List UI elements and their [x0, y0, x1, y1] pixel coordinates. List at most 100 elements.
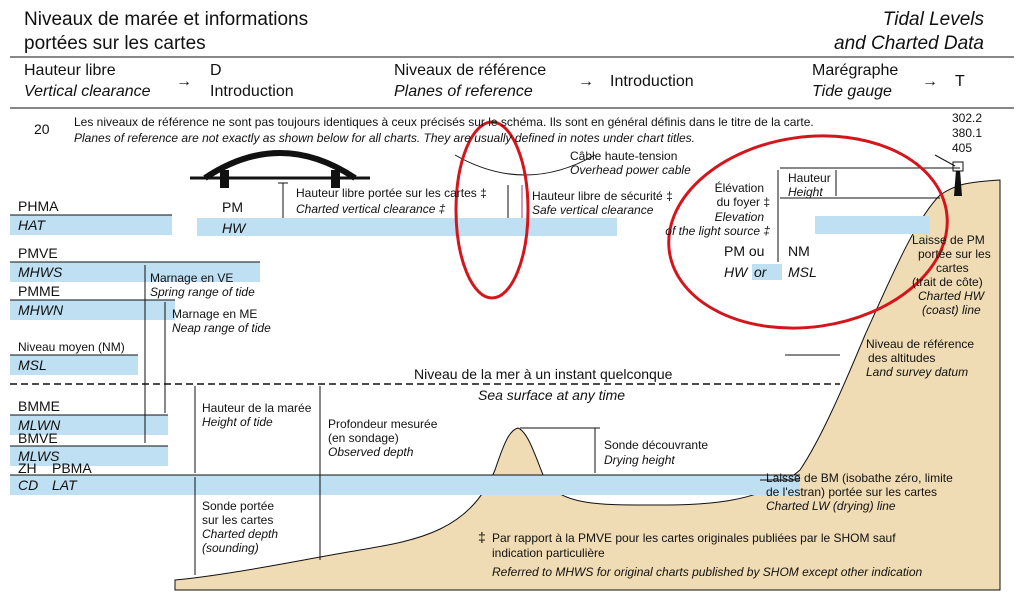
level-cd: CD	[18, 477, 39, 493]
level-pbma: PBMA	[52, 460, 92, 476]
ref-arrow-icon: →	[176, 73, 192, 90]
land-area	[174, 179, 1001, 591]
level-zh: ZH	[18, 460, 37, 476]
height-en: Height	[788, 185, 823, 199]
laisse-pm-en-1: Charted HW	[918, 289, 985, 303]
level-bmme: BMME	[18, 398, 60, 414]
ref-gauge-fr: Marégraphe	[812, 62, 899, 79]
ref-gauge-en: Tide gauge	[812, 83, 892, 100]
clearance-fr: Hauteur libre portée sur les cartes ‡	[296, 186, 487, 200]
drying-height-fr: Sonde découvrante	[604, 438, 709, 452]
level-mlwn: MLWN	[18, 417, 61, 433]
elevation-en-1: Elevation	[714, 210, 764, 224]
tide-height-fr: Hauteur de la marée	[202, 401, 312, 415]
bridge-arch	[203, 150, 357, 181]
observed-depth-fr-2: (en sondage)	[328, 431, 399, 445]
title-en-line2: and Charted Data	[834, 33, 984, 54]
charted-depth-fr-2: sur les cartes	[202, 513, 274, 527]
neap-range-en: Neap range of tide	[172, 321, 271, 335]
title-fr-line1: Niveaux de marée et informations	[24, 9, 309, 30]
survey-datum-en: Land survey datum	[866, 365, 969, 379]
elevation-en-2: of the light source ‡	[665, 224, 770, 238]
elevation-fr-1: Élévation	[714, 181, 764, 195]
footnote-en: Referred to MHWS for original charts pub…	[492, 565, 923, 579]
level-pmve: PMVE	[18, 245, 58, 261]
safe-clearance-en: Safe vertical clearance	[532, 203, 654, 217]
spring-range-fr: Marnage en VE	[150, 271, 234, 285]
ref-arrow-icon: →	[922, 73, 938, 90]
highlight-circle-cable	[454, 120, 530, 300]
sea-surface-en: Sea surface at any time	[478, 387, 626, 403]
ref-clearance-target: Introduction	[210, 83, 294, 100]
level-pmme: PMME	[18, 283, 60, 299]
footnote-dagger: ‡	[478, 529, 486, 545]
title-en-line1: Tidal Levels	[882, 9, 984, 30]
lw-line-en: Charted LW (drying) line	[766, 499, 896, 513]
level-hat: HAT	[18, 217, 45, 233]
code-3: 405	[952, 141, 973, 155]
note-fr: Les niveaux de référence ne sont pas tou…	[74, 115, 814, 129]
lw-line-fr-2: de l'estran) portée sur les cartes	[766, 485, 938, 499]
section-number: 20	[34, 121, 50, 137]
tide-height-en: Height of tide	[202, 415, 273, 429]
bridge-pier-left	[220, 170, 229, 188]
charted-depth-fr-1: Sonde portée	[202, 499, 275, 513]
label-nm: NM	[788, 243, 810, 259]
mhwn-bar	[10, 300, 175, 320]
label-hw: HW	[222, 220, 246, 236]
ref-arrow-icon: →	[578, 73, 594, 90]
lw-line-fr-1: Laisse de BM (isobathe zéro, limite	[766, 471, 953, 485]
level-lat: LAT	[52, 477, 77, 493]
msl-bar	[10, 355, 138, 375]
lighthouse	[954, 170, 962, 196]
code-1: 302.2	[952, 111, 983, 125]
observed-depth-en: Observed depth	[328, 445, 414, 459]
ref-planes-fr: Niveaux de référence	[394, 62, 547, 79]
label-or: or	[754, 264, 767, 280]
survey-datum-fr-2: des altitudes	[868, 351, 936, 365]
label-pm-ou: PM ou	[724, 243, 765, 259]
mhws-bar	[10, 262, 260, 282]
charted-depth-en-2: (sounding)	[202, 541, 259, 555]
sea-surface-fr: Niveau de la mer à un instant quelconque	[414, 366, 673, 382]
level-bmve: BMVE	[18, 430, 58, 446]
level-mhws: MHWS	[18, 264, 63, 280]
note-en: Planes of reference are not exactly as s…	[74, 131, 695, 145]
cd-bar	[10, 475, 800, 495]
footnote-fr-2: indication particulière	[492, 546, 605, 560]
mlws-bar	[10, 446, 168, 466]
safe-clearance-fr: Hauteur libre de sécurité ‡	[532, 189, 673, 203]
laisse-pm-1: Laisse de PM	[912, 233, 985, 247]
level-mlws: MLWS	[18, 448, 60, 464]
observed-depth-fr-1: Profondeur mesurée	[328, 417, 438, 431]
mlwn-bar	[10, 415, 168, 435]
cable-fr: Câble haute-tension	[570, 149, 678, 163]
ref-planes-en: Planes of reference	[394, 83, 533, 100]
label-pm: PM	[222, 199, 243, 215]
code-2: 380.1	[952, 126, 983, 140]
laisse-pm-3: cartes	[936, 261, 969, 275]
title-fr-line2: portées sur les cartes	[24, 33, 206, 54]
level-msl: MSL	[18, 357, 47, 373]
ref-clearance-en: Vertical clearance	[24, 83, 151, 100]
height-fr: Hauteur	[788, 171, 831, 185]
clearance-en: Charted vertical clearance ‡	[296, 202, 446, 216]
highlight-circle-light	[667, 134, 949, 330]
ref-clearance-fr: Hauteur libre	[24, 62, 116, 79]
laisse-pm-2: portée sur les	[918, 247, 991, 261]
hat-bar	[10, 215, 172, 235]
ref-planes-target: Introduction	[610, 73, 694, 90]
ref-clearance-code: D	[210, 62, 222, 79]
bridge-pier-right	[331, 170, 340, 188]
laisse-pm-en-2: (coast) line	[922, 303, 981, 317]
label-msl: MSL	[788, 264, 817, 280]
level-nm: Niveau moyen (NM)	[18, 340, 125, 354]
elevation-fr-2: du foyer ‡	[716, 195, 770, 209]
hw-bar-bridge	[197, 218, 617, 236]
level-phma: PHMA	[18, 198, 59, 214]
laisse-pm-4: (trait de côte)	[912, 275, 983, 289]
cable-en: Overhead power cable	[570, 163, 691, 177]
hw-or-msl-box	[752, 264, 782, 280]
